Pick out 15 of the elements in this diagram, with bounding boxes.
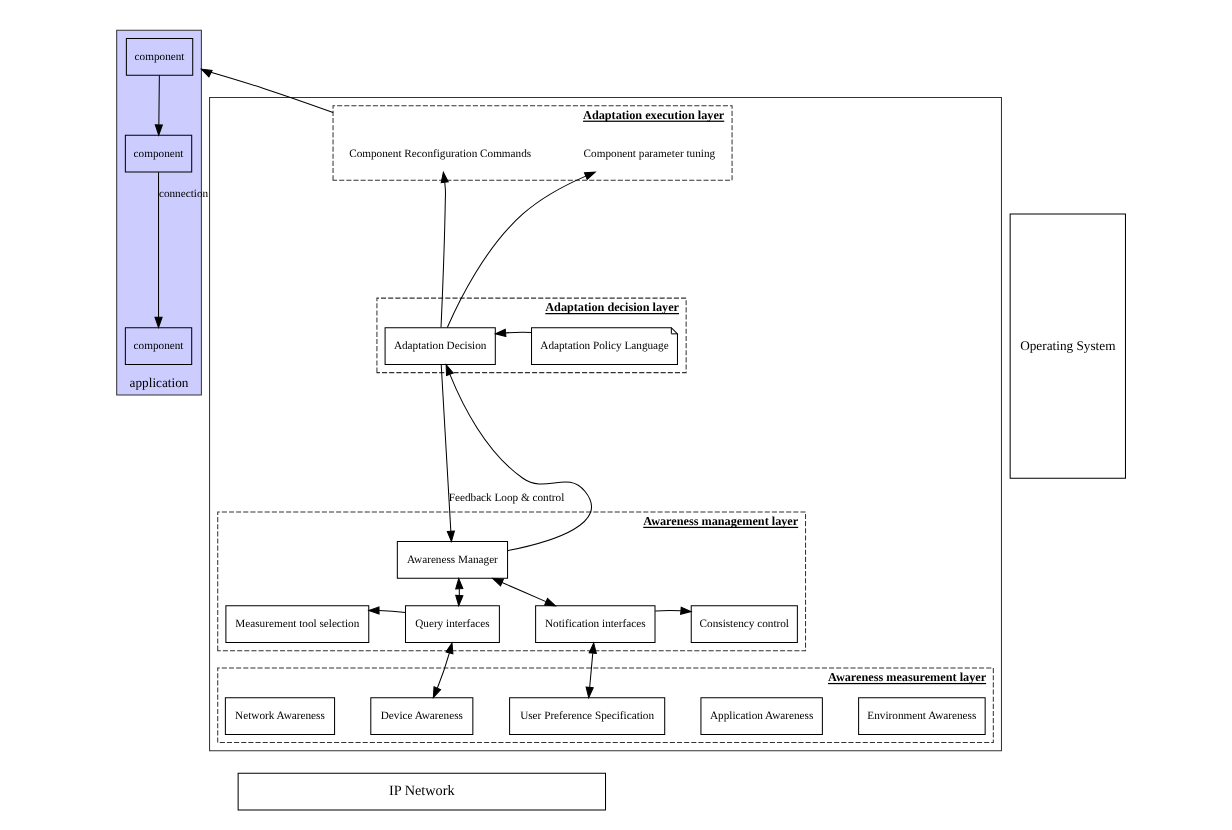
- arrow: [454, 576, 463, 607]
- arrow: [445, 170, 596, 328]
- arrow: [431, 640, 453, 699]
- arrow: [366, 605, 405, 614]
- arrow: [153, 73, 163, 136]
- arrow: [199, 67, 333, 112]
- arrow: [439, 363, 455, 542]
- arrow: [653, 605, 692, 614]
- arrow: [439, 169, 449, 327]
- arrow: [490, 576, 556, 606]
- arrow: [153, 170, 162, 329]
- cluster: [208, 96, 1001, 751]
- arrow: [444, 362, 592, 551]
- arrow: [492, 327, 531, 337]
- arrow: [584, 640, 596, 699]
